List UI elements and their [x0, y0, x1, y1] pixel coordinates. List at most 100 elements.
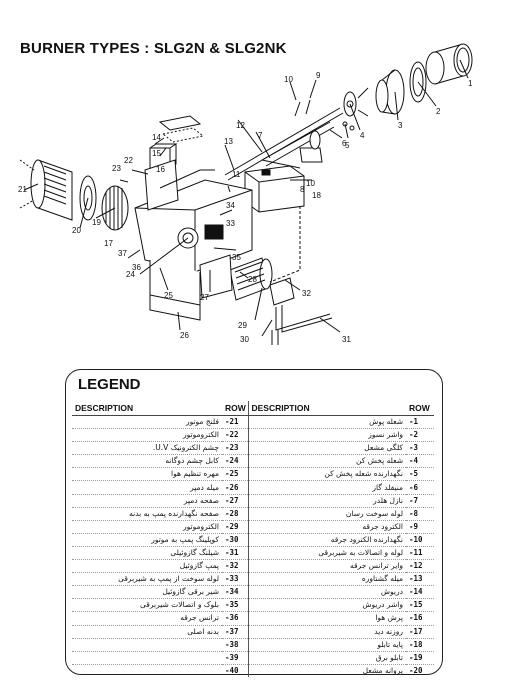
left-row-number: -27: [222, 494, 249, 508]
fan-motor-part: [19, 159, 73, 221]
left-row-number: -35: [222, 598, 249, 613]
right-description: شعله پخش کن: [248, 454, 406, 469]
left-row-number: -37: [222, 625, 249, 639]
left-description: کابل چشم دوگانه: [72, 454, 222, 469]
right-row-number: -8: [406, 507, 434, 521]
callout-label: 32: [302, 289, 311, 298]
exploded-parts-diagram: 1 2 3 4 5 6 7 8 9 10 10 11 12 13 14 15 1…: [18, 43, 473, 345]
right-row-number: -17: [406, 625, 434, 639]
left-row-number: -34: [222, 585, 249, 600]
callout-label: 22: [124, 156, 133, 165]
callout-label: 27: [200, 293, 209, 302]
left-description: الکتروموتور: [72, 428, 222, 443]
flame-disc-part: [342, 87, 369, 131]
callout-label: 2: [436, 107, 441, 116]
callout-label: 10: [284, 75, 293, 84]
callout-label: 9: [316, 71, 321, 80]
burner-head-part: [375, 69, 405, 115]
callout-label: 11: [232, 170, 241, 179]
cover-part: [158, 115, 205, 143]
left-description: لوله سوخت از پمپ به شیربرقی: [72, 572, 222, 587]
callout-label: 15: [152, 149, 161, 158]
flame-tube-part: [425, 43, 473, 85]
control-box-part: [244, 165, 305, 213]
callout-label: 18: [312, 191, 321, 200]
left-description: شیلنگ گازوئیلی: [72, 546, 222, 561]
left-description: شیر برقی گازوئیل: [72, 585, 222, 600]
right-row-number: -4: [406, 454, 434, 469]
right-row-number: -10: [406, 533, 434, 547]
left-row-number: -31: [222, 546, 249, 561]
left-description: صفحه نگهدارنده پمپ به بدنه: [72, 507, 222, 521]
left-description: پمپ گازوئیل: [72, 559, 222, 574]
callout-label: 35: [232, 253, 241, 262]
right-description: لوله سوخت رسان: [248, 507, 406, 521]
callout-label: 10: [306, 179, 315, 188]
left-description: [72, 664, 222, 677]
callout-label: 14: [152, 133, 161, 142]
callout-label: 4: [360, 131, 365, 140]
right-description: واشر نسوز: [248, 428, 406, 443]
right-description: پرش هوا: [248, 611, 406, 626]
callout-label: 24: [126, 270, 135, 279]
callout-label: 34: [226, 201, 235, 210]
right-row-number: -16: [406, 611, 434, 626]
right-description: واشر دریوش: [248, 598, 406, 613]
right-description: روزنه دید: [248, 625, 406, 639]
left-description: کوپلینگ پمپ به موتور: [72, 533, 222, 547]
left-description: بدنه اصلی: [72, 625, 222, 639]
right-description: الکترود جرقه: [248, 520, 406, 534]
description-header: DESCRIPTION: [248, 401, 406, 416]
right-description: پروانه مشعل: [362, 665, 403, 675]
callout-label: 3: [398, 121, 403, 130]
right-row-number: -7: [406, 494, 434, 508]
left-row-number: -26: [222, 480, 249, 495]
left-row-number: -38: [222, 638, 249, 652]
right-description: تابلو برق: [248, 651, 406, 665]
legend-header-row: DESCRIPTION ROW DESCRIPTION ROW: [72, 401, 434, 416]
legend-title: LEGEND: [78, 376, 141, 393]
left-row-number: -40: [222, 664, 249, 677]
left-row-number: -39: [222, 651, 249, 665]
right-row-number: -9: [406, 520, 434, 534]
right-row-number: -18: [406, 638, 434, 652]
left-row-number: -23: [222, 441, 249, 456]
right-description: نگهدارنده الکترود جرقه: [248, 533, 406, 547]
left-row-number: -36: [222, 611, 249, 626]
right-row-number: -1: [406, 415, 434, 430]
left-row-number: -25: [222, 467, 249, 482]
callout-label: 17: [104, 239, 113, 248]
callout-label: 16: [156, 165, 165, 174]
callout-label: 37: [118, 249, 127, 258]
row-header: ROW: [222, 401, 249, 416]
row-header: ROW: [406, 401, 434, 416]
callout-label: 7: [258, 131, 263, 140]
left-row-number: -21: [222, 415, 249, 430]
right-row-number: -15: [406, 598, 434, 613]
right-row-number: -6: [406, 480, 434, 495]
legend-panel: LEGEND DESCRIPTION ROW DESCRIPTION ROW ف…: [65, 369, 443, 677]
right-description: نگهدارنده شعله پخش کن: [248, 467, 406, 482]
callout-label: 19: [92, 218, 101, 227]
left-description: فلنج موتور: [72, 415, 222, 430]
left-description: صفحه دمپر: [72, 494, 222, 508]
left-description: [72, 651, 222, 665]
callout-label: 1: [468, 79, 473, 88]
left-description: الکتروموتور: [72, 520, 222, 534]
callout-label: 5: [345, 141, 350, 150]
left-description: میله دمپر: [72, 480, 222, 495]
callout-label: 26: [180, 331, 189, 340]
